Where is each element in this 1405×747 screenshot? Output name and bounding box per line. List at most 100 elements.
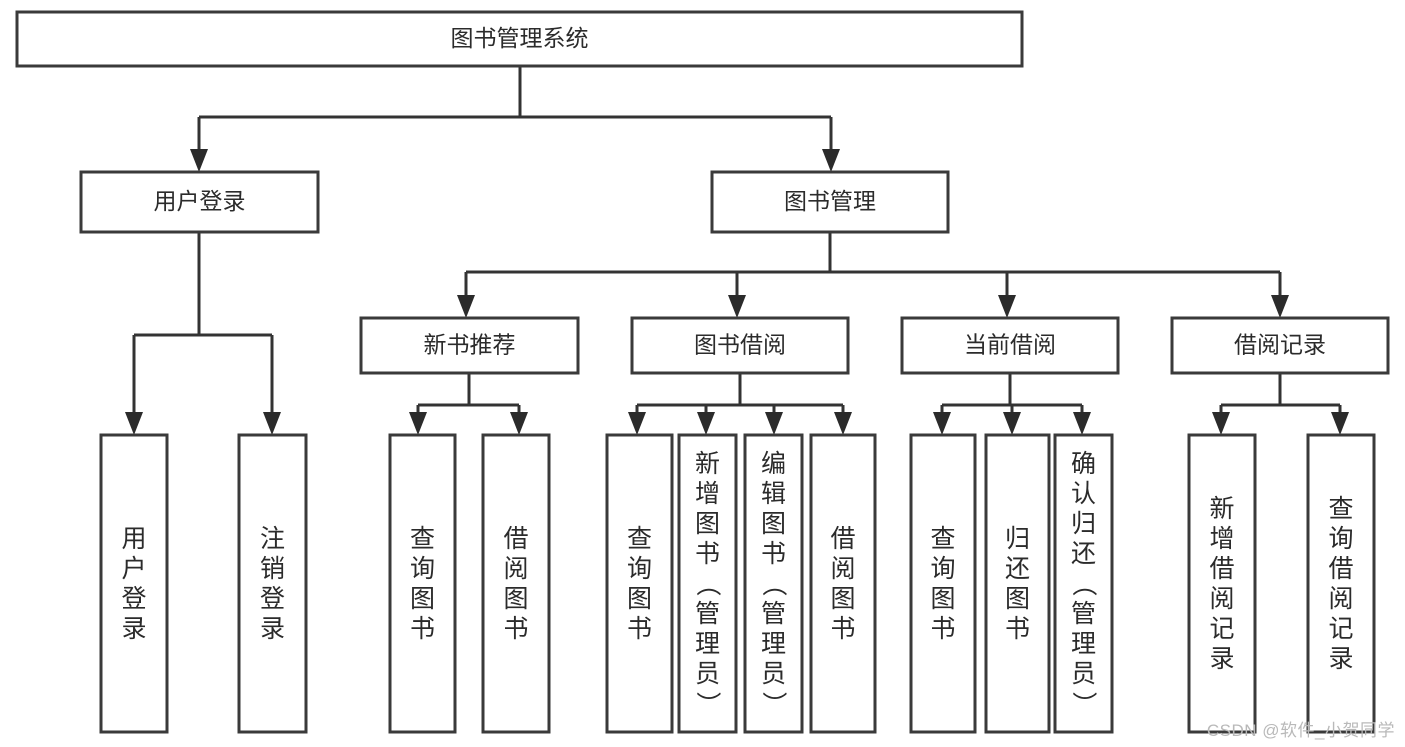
node-label-char: 录 <box>1328 645 1353 673</box>
node-label: 图书借阅 <box>694 332 786 358</box>
node-label-char: 员 <box>761 660 786 688</box>
node-root[interactable]: 图书管理系统 <box>15 10 1024 68</box>
connector-layer <box>132 66 1342 413</box>
node-label-char: 员 <box>1071 660 1096 688</box>
node-label-char: 图 <box>410 585 435 613</box>
node-box <box>743 433 804 734</box>
node-label-char: 图 <box>695 510 720 538</box>
node-box <box>909 433 977 734</box>
node-layer: 图书管理系统用户登录图书管理新书推荐图书借阅当前借阅借阅记录用户登录注销登录查询… <box>15 10 1390 734</box>
node-box <box>1170 316 1390 375</box>
node-label-char: 辑 <box>761 480 786 508</box>
node-label-char: 录 <box>260 615 285 643</box>
node-label: 用户登录 <box>154 188 246 214</box>
node-label-char: 理 <box>761 630 786 658</box>
node-label-char: 编 <box>761 450 786 478</box>
node-box <box>900 316 1120 375</box>
node-label-char: 阅 <box>830 555 855 583</box>
node-label-char: 注 <box>260 525 285 553</box>
node-label-char: 图 <box>830 585 855 613</box>
node-borrow-record[interactable]: 借阅记录 <box>1170 316 1390 375</box>
node-new-book-rec[interactable]: 新书推荐 <box>359 316 580 375</box>
node-label-char: 管 <box>1071 600 1096 628</box>
node-label-char: 询 <box>627 555 652 583</box>
node-label-char: 记 <box>1209 615 1234 643</box>
node-label-char: 阅 <box>1209 585 1234 613</box>
node-label-char: 用 <box>121 525 146 553</box>
node-label-char: 户 <box>121 555 146 583</box>
node-label-char: （ <box>694 571 722 596</box>
node-label-char: ） <box>760 691 788 716</box>
node-box <box>79 170 320 234</box>
node-label-char: 管 <box>761 600 786 628</box>
node-label-char: 阅 <box>1328 585 1353 613</box>
node-label-char: 借 <box>1328 555 1353 583</box>
node-label-char: 图 <box>627 585 652 613</box>
node-box <box>1187 433 1257 734</box>
node-label-char: 书 <box>830 615 855 643</box>
arrow-head-layer <box>125 149 1349 435</box>
node-label-char: 书 <box>761 540 786 568</box>
node-box <box>99 433 169 734</box>
node-label-char: 询 <box>930 555 955 583</box>
node-box <box>1053 433 1114 734</box>
node-label-char: 书 <box>1005 615 1030 643</box>
arrow-to-leaf-query-book-3 <box>933 412 951 435</box>
node-label-char: 阅 <box>503 555 528 583</box>
node-label-char: 借 <box>503 525 528 553</box>
node-label-char: 书 <box>503 615 528 643</box>
node-label: 图书管理 <box>784 188 876 214</box>
node-label-char: 录 <box>121 615 146 643</box>
arrow-to-new-book-rec <box>457 295 475 318</box>
arrow-to-leaf-user-login <box>125 412 143 435</box>
node-label-char: 管 <box>695 600 720 628</box>
node-label-char: 增 <box>695 480 720 508</box>
node-leaf-user-login[interactable]: 用户登录 <box>99 433 169 734</box>
node-label-char: 询 <box>1328 525 1353 553</box>
node-label-char: 销 <box>260 555 285 583</box>
node-label: 图书管理系统 <box>451 25 589 51</box>
node-book-manage[interactable]: 图书管理 <box>710 170 950 234</box>
node-box <box>677 433 738 734</box>
node-box <box>605 433 674 734</box>
node-box <box>15 10 1024 68</box>
node-label-char: 借 <box>1209 555 1234 583</box>
arrow-to-leaf-return-book <box>1003 412 1021 435</box>
node-label-char: （ <box>760 571 788 596</box>
node-label-char: 理 <box>695 630 720 658</box>
node-book-borrow[interactable]: 图书借阅 <box>630 316 850 375</box>
node-label-char: 查 <box>1328 495 1353 523</box>
node-label-char: 登 <box>260 585 285 613</box>
node-current-borrow[interactable]: 当前借阅 <box>900 316 1120 375</box>
arrow-to-leaf-query-book-1 <box>409 412 427 435</box>
csdn-watermark: CSDN @软件_小贺同学 <box>1206 721 1395 740</box>
node-user-login[interactable]: 用户登录 <box>79 170 320 234</box>
node-label-char: 还 <box>1005 555 1030 583</box>
arrow-to-leaf-confirm-return <box>1073 412 1091 435</box>
node-label-char: ） <box>1070 691 1098 716</box>
arrow-to-book-borrow <box>728 295 746 318</box>
arrow-to-leaf-borrow-book-1 <box>510 412 528 435</box>
node-label-char: 理 <box>1071 630 1096 658</box>
node-label-char: 员 <box>695 660 720 688</box>
node-label-char: 查 <box>410 525 435 553</box>
node-box <box>481 433 551 734</box>
node-label-char: 归 <box>1005 525 1030 553</box>
arrow-to-leaf-add-record <box>1212 412 1230 435</box>
node-label-char: 新 <box>1209 495 1234 523</box>
node-label-char: （ <box>1070 571 1098 596</box>
node-label-char: 认 <box>1071 480 1096 508</box>
